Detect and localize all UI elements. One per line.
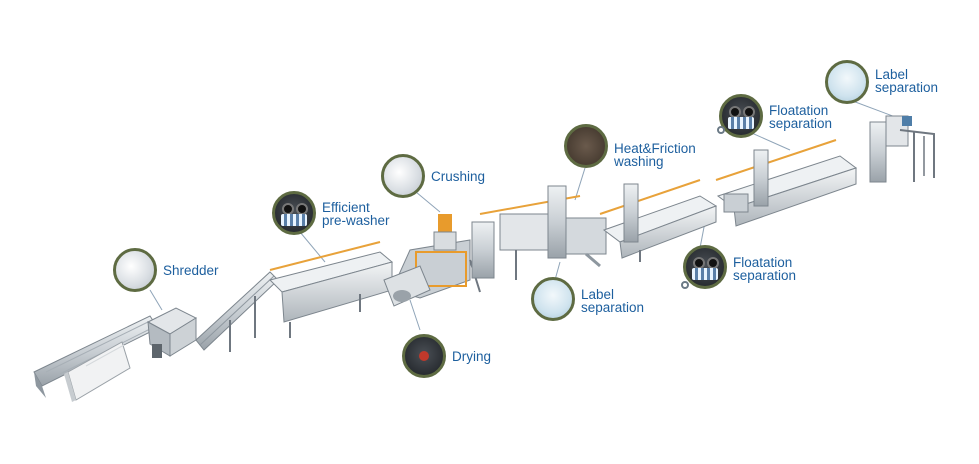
dryer-machine (383, 265, 431, 307)
label-separator-section (471, 185, 607, 280)
label-heat-friction: Heat&Friction washing (614, 141, 696, 169)
label-label-separation-2: Label separation (875, 67, 939, 95)
pre-washer-tank (269, 241, 394, 338)
label-label-separation-1: Label separation (581, 287, 645, 315)
label-drying: Drying (452, 348, 492, 364)
floatation-tank-icon (683, 245, 727, 289)
marker-dot-icon (681, 281, 689, 289)
callout-floatation-2: Floatation separation (717, 94, 833, 138)
label-pre-washer: Efficient pre-washer (322, 200, 390, 228)
dryer-drum-icon (402, 334, 446, 378)
label-floatation-2: Floatation separation (769, 103, 833, 131)
final-label-separator (869, 115, 935, 183)
shredder-control-cabinet (64, 341, 131, 402)
water-separation-icon (531, 277, 575, 321)
water-separation-icon (825, 60, 869, 104)
shredded-flakes-icon (113, 248, 157, 292)
shredder-machine (146, 307, 198, 358)
inclined-belt-conveyor (195, 271, 279, 352)
label-floatation-1: Floatation separation (733, 255, 797, 283)
callout-heat-friction: Heat&Friction washing (564, 124, 696, 168)
label-shredder: Shredder (163, 262, 219, 278)
floatation-tank-1 (599, 179, 718, 262)
callout-drying: Drying (402, 334, 491, 378)
marker-dot-icon (717, 126, 725, 134)
prewasher-rotor-icon (272, 191, 316, 235)
callout-pre-washer: Efficient pre-washer (272, 191, 390, 235)
label-crushing: Crushing (431, 169, 486, 184)
floatation-tank-2 (715, 139, 858, 227)
callout-floatation-1: Floatation separation (681, 245, 797, 289)
callout-crushing: Crushing (381, 154, 485, 198)
callout-shredder: Shredder (113, 248, 219, 292)
crushed-flakes-icon (381, 154, 425, 198)
floatation-tank-icon (719, 94, 763, 138)
callout-label-separation-1: Label separation (531, 277, 644, 321)
callout-label-separation-2: Label separation (825, 60, 938, 104)
friction-washer-icon (564, 124, 608, 168)
